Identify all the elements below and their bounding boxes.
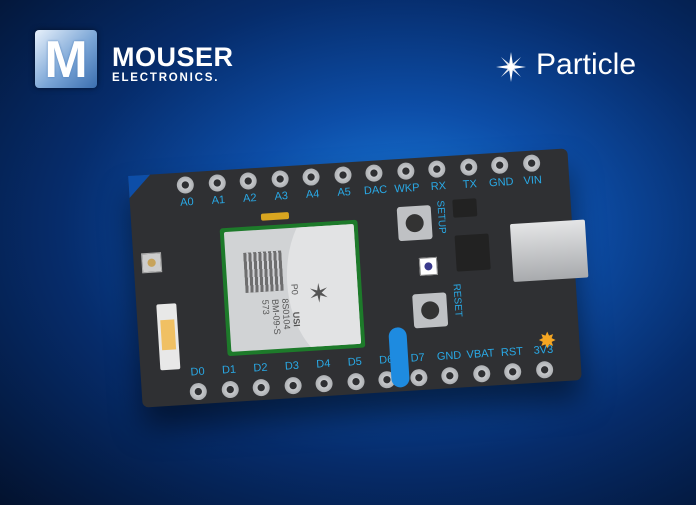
- pin-tx: [459, 158, 478, 177]
- mouser-name: MOUSER: [112, 42, 234, 72]
- regulator-chip: [454, 233, 491, 272]
- pin-label: GND: [436, 349, 462, 364]
- pin-label: VBAT: [466, 347, 495, 362]
- mouser-sub: ELECTRONICS.: [112, 72, 220, 84]
- pin-label: D1: [221, 363, 237, 377]
- pin-label: D3: [284, 359, 300, 373]
- pin-d2: [252, 378, 271, 397]
- pin-d3: [283, 376, 302, 395]
- datamatrix-code: [243, 250, 284, 293]
- setup-button[interactable]: [396, 205, 433, 242]
- antenna-switch: [156, 303, 181, 371]
- antenna-connector: [141, 252, 163, 274]
- pin-a0: [176, 175, 195, 194]
- pin-a5: [333, 166, 352, 185]
- star-icon: ✶: [306, 277, 331, 309]
- pin-vin: [522, 154, 541, 173]
- power-led-spark-icon: ✸: [538, 328, 557, 353]
- mouser-logo-mark: M: [35, 30, 97, 88]
- module-text-3: 573: [260, 299, 272, 315]
- pin-label: RX: [430, 180, 447, 194]
- pin-a3: [270, 170, 289, 189]
- module-text-2: BM-09-S: [270, 298, 283, 335]
- micro-usb-port[interactable]: [509, 219, 589, 283]
- pin-label: RST: [500, 345, 524, 359]
- pin-d4: [315, 374, 334, 393]
- module-model: P0: [289, 283, 300, 296]
- setup-label: SETUP: [434, 200, 448, 235]
- pin-vbat: [472, 364, 491, 383]
- reset-button[interactable]: [412, 292, 449, 329]
- pin-label: D0: [190, 365, 205, 379]
- pin-d7: [409, 368, 428, 387]
- pin-label: A0: [179, 195, 195, 209]
- pin-label: A2: [242, 192, 257, 205]
- pin-d5: [346, 372, 365, 391]
- pin-a4: [302, 168, 321, 187]
- smd-components: [260, 212, 290, 221]
- pin-label: A4: [305, 188, 320, 201]
- reset-label: RESET: [450, 283, 464, 318]
- wifi-module: ✶ P0 8S0104 BM-09-S 573 USI: [219, 219, 366, 357]
- particle-photon-board: A0 A1 A2 A3 A4 A5 DAC WKP RX TX GND VIN D0 D1 D2 D3 D4 D…: [128, 148, 589, 408]
- pin-gnd: [490, 156, 509, 175]
- pin-a1: [207, 173, 226, 193]
- pin-wkp: [396, 162, 415, 181]
- pin-label: A5: [337, 186, 352, 199]
- pin-label: D4: [315, 357, 331, 371]
- pin-rst: [503, 362, 522, 381]
- pin-label: TX: [462, 178, 478, 192]
- rgb-led: [418, 256, 438, 276]
- pin-gnd: [440, 366, 459, 385]
- pin-label: VIN: [523, 174, 543, 188]
- pin-a2: [239, 171, 258, 191]
- small-chip: [452, 198, 478, 218]
- pin-dac: [364, 164, 383, 183]
- pin-3v3: [535, 360, 554, 379]
- particle-name: Particle: [536, 48, 637, 81]
- pin-label: GND: [488, 175, 514, 190]
- mouser-m: M: [44, 31, 88, 89]
- pin-label: A3: [274, 190, 289, 203]
- pin-d0: [189, 382, 208, 401]
- particle-star-icon: [496, 52, 526, 82]
- pin-label: WKP: [394, 181, 420, 196]
- pin-d1: [220, 380, 239, 399]
- d7-led-highlight: [388, 326, 410, 388]
- pin-label: D5: [347, 355, 363, 369]
- module-brand: USI: [291, 311, 302, 328]
- pin-rx: [427, 160, 446, 179]
- pin-label: D2: [253, 361, 268, 375]
- pin-label: A1: [211, 194, 226, 207]
- pin-label: DAC: [363, 183, 388, 198]
